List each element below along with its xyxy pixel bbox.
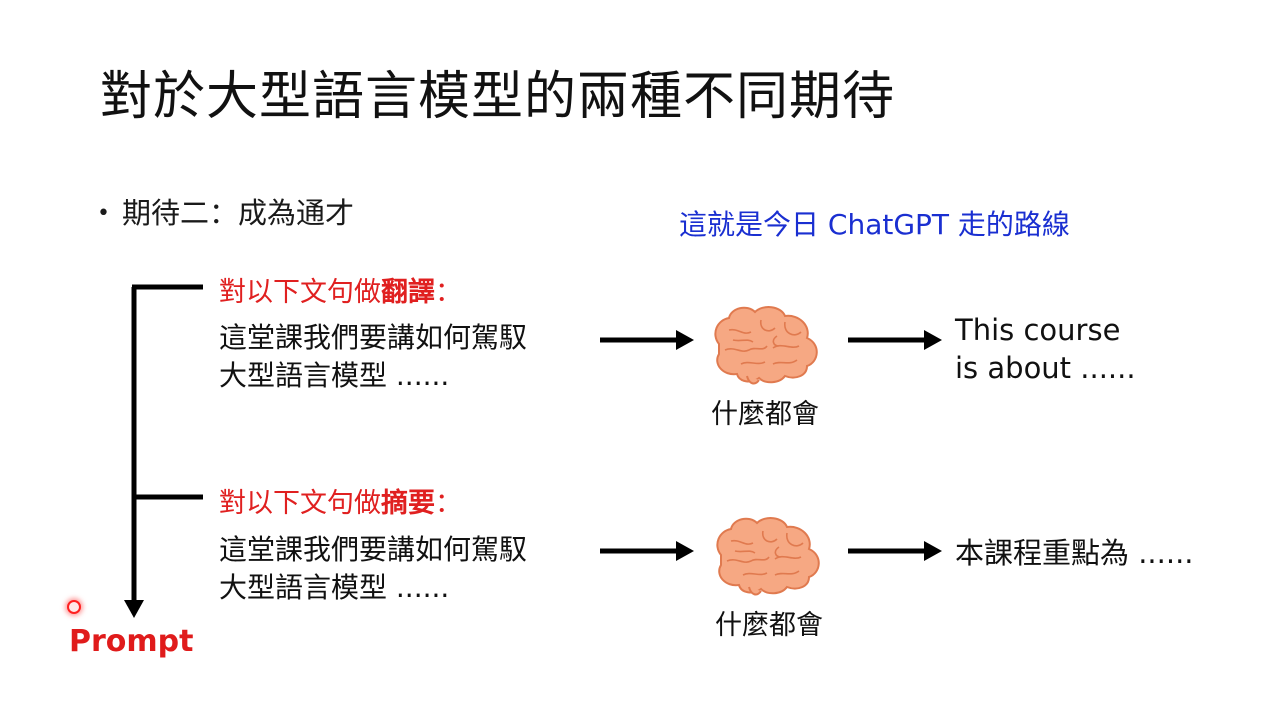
instruction-suffix: ：	[435, 488, 462, 519]
prompt-label: Prompt	[69, 624, 194, 659]
bullet-item: • 期待二：成為通才	[97, 196, 354, 231]
input-to-model-arrowhead-2	[676, 541, 694, 561]
output-text-1: This course is about ......	[955, 311, 1136, 387]
bullet-marker: •	[97, 201, 110, 226]
output-line: 本課程重點為 ......	[955, 536, 1194, 570]
instruction-suffix: ：	[435, 277, 462, 308]
slide-title: 對於大型語言模型的兩種不同期待	[100, 67, 896, 127]
instruction-translate: 對以下文句做翻譯：	[219, 270, 462, 309]
input-line: 大型語言模型 ......	[219, 359, 450, 392]
input-to-model-arrowhead-1	[676, 330, 694, 350]
brain-icon	[716, 517, 820, 596]
input-line: 這堂課我們要講如何駕馭	[219, 321, 528, 354]
input-text-2: 這堂課我們要講如何駕馭 大型語言模型 ......	[219, 531, 527, 607]
input-line: 大型語言模型 ......	[219, 571, 450, 604]
instruction-prefix: 對以下文句做	[219, 277, 381, 308]
input-text-1: 這堂課我們要講如何駕馭 大型語言模型 ......	[219, 319, 527, 395]
instruction-prefix: 對以下文句做	[219, 488, 381, 519]
input-line: 這堂課我們要講如何駕馭	[219, 533, 528, 566]
model-to-output-arrowhead-2	[924, 541, 942, 561]
instruction-keyword: 摘要	[381, 488, 435, 519]
output-text-2: 本課程重點為 ......	[955, 534, 1194, 572]
bracket-down-arrowhead	[124, 600, 144, 618]
output-line: is about ......	[955, 351, 1136, 385]
model-label-1: 什麼都會	[711, 399, 819, 430]
bullet-text: 期待二：成為通才	[121, 196, 354, 230]
model-label-2: 什麼都會	[715, 610, 823, 641]
output-line: This course	[955, 313, 1121, 347]
instruction-keyword: 翻譯	[381, 277, 435, 308]
model-to-output-arrowhead-1	[924, 330, 942, 350]
laser-pointer-dot	[67, 600, 81, 614]
instruction-summarize: 對以下文句做摘要：	[219, 481, 462, 520]
chatgpt-note: 這就是今日 ChatGPT 走的路線	[679, 208, 1070, 241]
brain-icon	[714, 306, 818, 385]
